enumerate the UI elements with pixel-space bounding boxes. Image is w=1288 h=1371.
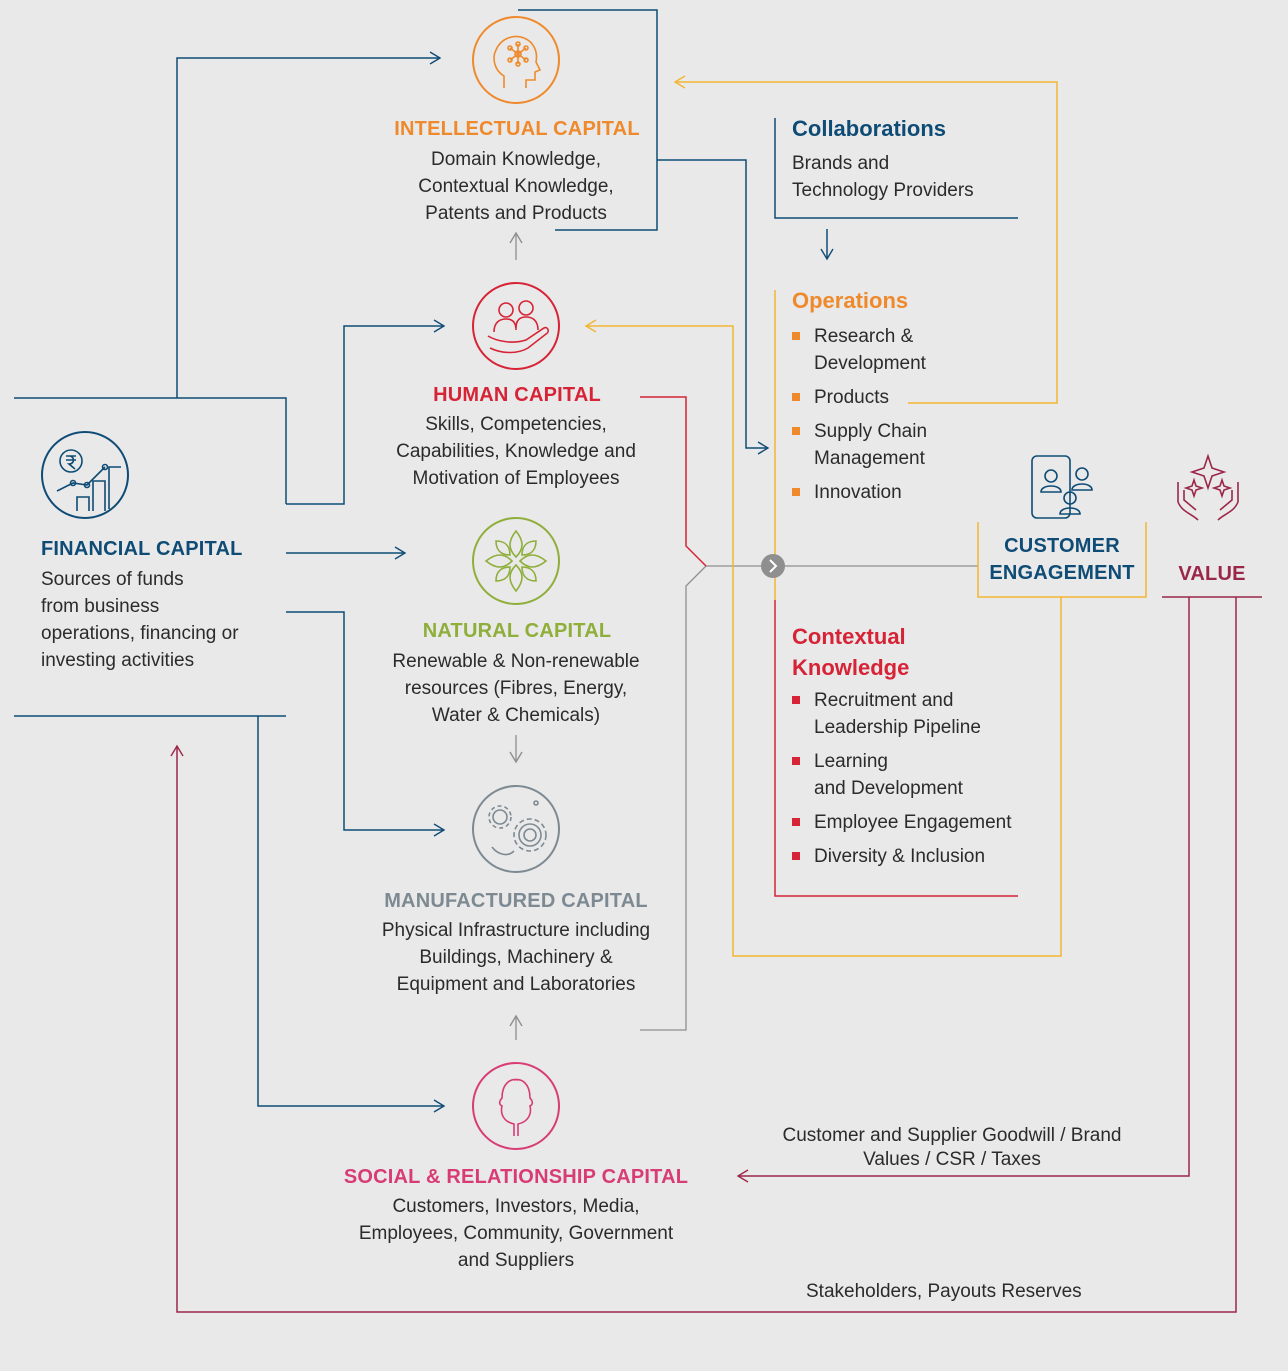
item-line: and Development xyxy=(814,778,963,799)
brain-network-icon xyxy=(472,16,560,104)
merge-node xyxy=(761,554,785,578)
goodwill-flow-label: Customer and Supplier Goodwill / Brand V… xyxy=(752,1124,1152,1172)
to-manufactured-connector xyxy=(286,611,446,837)
desc-line: Sources of funds xyxy=(41,569,184,590)
desc-line: Domain Knowledge, xyxy=(430,149,602,170)
list-item: Innovation xyxy=(792,479,972,506)
desc-line: Skills, Competencies, xyxy=(425,414,607,435)
social-capital-desc: Customers, Investors, Media, Employees, … xyxy=(316,1193,716,1274)
desc-line: Brands and xyxy=(792,153,890,174)
item-line: Innovation xyxy=(814,482,902,503)
intellectual-to-operations-connector xyxy=(657,159,770,455)
people-in-hand-icon xyxy=(472,282,560,370)
operations-title: Operations xyxy=(792,288,909,313)
item-line: Supply Chain xyxy=(814,421,928,442)
collaborations-title: Collaborations xyxy=(792,116,947,141)
desc-line: Customers, Investors, Media, xyxy=(392,1196,640,1217)
item-line: Management xyxy=(814,448,925,469)
desc-line: Renewable & Non-renewable xyxy=(392,651,640,672)
list-item: Employee Engagement xyxy=(792,809,1042,836)
intellectual-capital-desc: Domain Knowledge, Contextual Knowledge, … xyxy=(360,146,672,227)
to-intellectual-connector xyxy=(176,51,442,398)
title-line: Knowledge xyxy=(792,655,910,680)
manufactured-capital-title: MANUFACTURED CAPITAL xyxy=(384,890,648,912)
item-line: Diversity & Inclusion xyxy=(814,846,986,867)
desc-line: Patents and Products xyxy=(425,203,607,224)
customer-engagement-title: CUSTOMER ENGAGEMENT xyxy=(980,533,1144,587)
customer-profiles-icon xyxy=(1026,452,1098,524)
yellow-feedback-connectors xyxy=(584,75,1147,957)
customer-engagement-frame xyxy=(977,522,1147,598)
collaborations-desc: Brands and Technology Providers xyxy=(792,150,1022,204)
to-human-connector xyxy=(286,319,446,505)
desc-line: resources (Fibres, Energy, xyxy=(404,678,628,699)
gears-icon xyxy=(472,785,560,873)
contextual-knowledge-title: Contextual Knowledge xyxy=(792,621,909,683)
desc-line: Motivation of Employees xyxy=(412,468,620,489)
item-line: Development xyxy=(814,353,926,374)
list-item: Learning and Development xyxy=(792,748,1042,802)
contextual-frame xyxy=(774,600,1018,897)
value-to-social-connector xyxy=(736,597,1190,1183)
item-line: Research & xyxy=(814,326,914,347)
value-to-financial-connector xyxy=(170,597,1237,1313)
desc-line: operations, financing or xyxy=(41,623,239,644)
desc-line: Water & Chemicals) xyxy=(431,705,601,726)
desc-line: investing activities xyxy=(41,650,195,671)
manufactured-to-merge-connector xyxy=(640,565,707,1031)
two-faces-icon xyxy=(472,1062,560,1150)
item-line: Learning xyxy=(814,751,888,772)
intellectual-capital-title: INTELLECTUAL CAPITAL xyxy=(394,118,640,140)
item-line: Recruitment and xyxy=(814,690,954,711)
natural-capital-desc: Renewable & Non-renewable resources (Fib… xyxy=(356,648,676,729)
desc-line: from business xyxy=(41,596,160,617)
leaf-pattern-icon xyxy=(472,517,560,605)
title-line: ENGAGEMENT xyxy=(989,562,1135,584)
desc-line: Equipment and Laboratories xyxy=(396,974,636,995)
desc-line: Contextual Knowledge, xyxy=(418,176,614,197)
manufactured-capital-desc: Physical Infrastructure including Buildi… xyxy=(346,917,686,998)
value-title: VALUE xyxy=(1178,563,1246,585)
item-line: Leadership Pipeline xyxy=(814,717,981,738)
financial-capital-title: FINANCIAL CAPITAL xyxy=(41,538,243,560)
to-social-connector xyxy=(257,716,446,1113)
title-line: CUSTOMER xyxy=(1004,535,1120,557)
desc-line: Buildings, Machinery & xyxy=(419,947,613,968)
list-item: Research & Development xyxy=(792,323,972,377)
desc-line: Physical Infrastructure including xyxy=(381,920,651,941)
hands-sparkles-icon xyxy=(1172,452,1244,524)
social-capital-title: SOCIAL & RELATIONSHIP CAPITAL xyxy=(343,1166,689,1188)
human-capital-desc: Skills, Competencies, Capabilities, Know… xyxy=(356,411,676,492)
financial-box-outline xyxy=(14,397,287,717)
desc-line: and Suppliers xyxy=(457,1250,575,1271)
label-line: Values / CSR / Taxes xyxy=(863,1149,1041,1170)
item-line: Products xyxy=(814,387,889,408)
capital-sequence-arrows xyxy=(509,231,978,1040)
title-line: Contextual xyxy=(792,624,906,649)
human-to-merge-connector xyxy=(640,396,707,567)
desc-line: Technology Providers xyxy=(792,180,974,201)
operations-to-intellectual-connector xyxy=(673,75,1058,404)
list-item: Diversity & Inclusion xyxy=(792,843,1042,870)
item-line: Employee Engagement xyxy=(814,812,1012,833)
human-capital-title: HUMAN CAPITAL xyxy=(433,384,601,406)
natural-capital-title: NATURAL CAPITAL xyxy=(422,620,612,642)
desc-line: Employees, Community, Government xyxy=(358,1223,674,1244)
collaborations-frame xyxy=(774,118,1018,219)
rupee-growth-chart-icon xyxy=(41,431,129,519)
value-connectors xyxy=(170,596,1262,1313)
payouts-flow-label: Stakeholders, Payouts Reserves xyxy=(806,1281,1082,1302)
engagement-to-human-connector xyxy=(584,319,1062,957)
financial-capital-desc: Sources of funds from business operation… xyxy=(41,566,281,674)
financial-connectors xyxy=(176,9,1018,1113)
operations-list: Research & Development Products Supply Ch… xyxy=(792,323,972,513)
desc-line: Capabilities, Knowledge and xyxy=(396,441,636,462)
label-line: Customer and Supplier Goodwill / Brand xyxy=(782,1125,1122,1146)
list-item: Products xyxy=(792,384,972,411)
intellectual-frame xyxy=(518,9,658,231)
